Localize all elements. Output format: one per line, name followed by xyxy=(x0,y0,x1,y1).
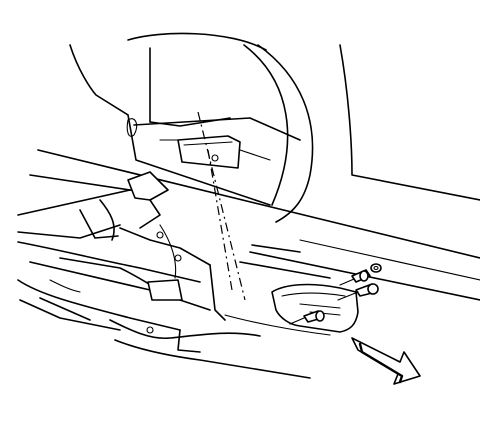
rail-bracket xyxy=(127,171,169,201)
frame-rail xyxy=(17,171,331,379)
frame-slot xyxy=(147,279,183,301)
wheelhouse-panel xyxy=(126,114,301,206)
bolt-upper xyxy=(339,269,371,286)
panel-cutout xyxy=(177,135,241,169)
callout-leaders xyxy=(197,111,246,301)
bolt-lower xyxy=(289,310,325,325)
front-direction-arrow-icon xyxy=(351,337,421,385)
bolt-middle xyxy=(337,283,379,301)
leader-line-lower xyxy=(207,149,233,291)
leader-line-upper xyxy=(197,111,246,301)
washer xyxy=(370,263,382,273)
body-outline xyxy=(69,32,480,223)
access-bracket xyxy=(271,283,359,333)
panel-hole xyxy=(211,154,219,162)
bolt-and-washer-set xyxy=(289,263,382,325)
